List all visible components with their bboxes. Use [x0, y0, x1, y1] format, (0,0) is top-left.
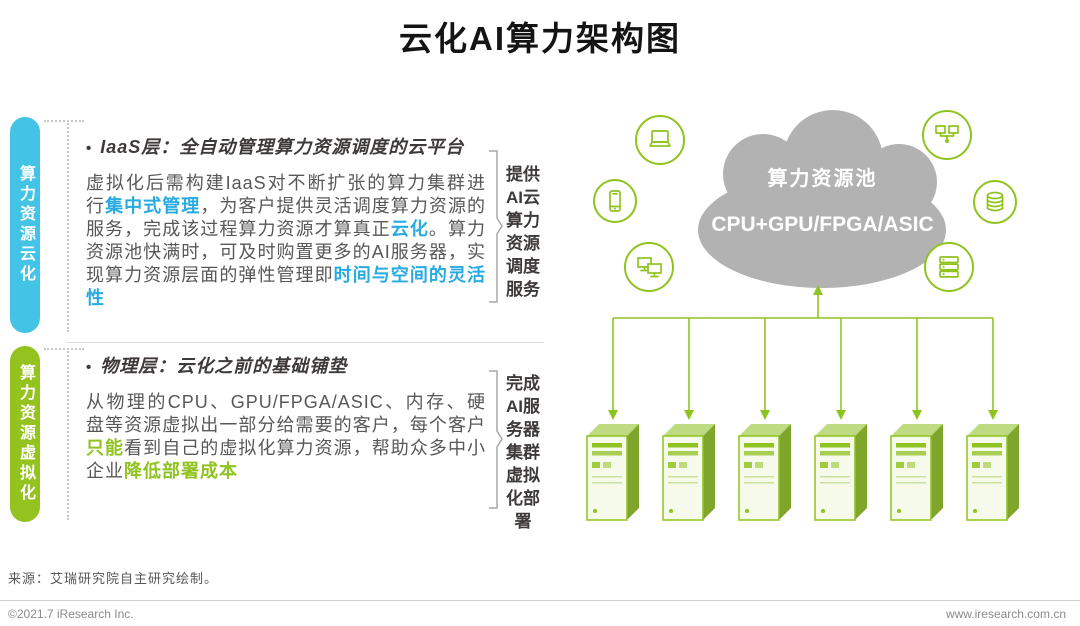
- highlight-cyan: 集中式管理: [105, 196, 201, 216]
- section-iaas-layer: • IaaS层：全自动管理算力资源调度的云平台 虚拟化后需构建IaaS对不断扩张…: [86, 133, 486, 310]
- smartphone-icon: [593, 179, 637, 223]
- section-body: 虚拟化后需构建IaaS对不断扩张的算力集群进行集中式管理，为客户提供灵活调度算力…: [86, 172, 486, 310]
- copyright-text: ©2021.7 iResearch Inc.: [8, 607, 134, 621]
- server-tower-icon: [586, 424, 639, 521]
- laptop-icon: [635, 115, 685, 165]
- server-tower-icon: [814, 424, 867, 521]
- server-stack-icon-glyph: [939, 256, 959, 278]
- desktop-computers-icon: [624, 242, 674, 292]
- brace-bracket: [489, 370, 503, 509]
- highlight-cyan: 时间与空间的灵活性: [86, 265, 487, 308]
- network-monitors-icon: [922, 110, 972, 160]
- highlight-cyan: 云化: [390, 219, 429, 239]
- tab-label: 算力资源云化: [17, 165, 34, 285]
- body-text: 从物理的CPU、GPU/FPGA/ASIC、内存、硬盘等资源虚拟出一部分给需要的…: [86, 392, 486, 435]
- database-icon: [973, 180, 1017, 224]
- cloud-pool-title: 算力资源池: [767, 168, 878, 190]
- connector-lines: [608, 285, 998, 420]
- tab-compute-virtualization: 算力资源虚拟化: [10, 346, 40, 522]
- server-tower-icon: [738, 424, 791, 521]
- dotted-connector: [67, 120, 69, 332]
- network-monitors-icon-glyph: [935, 125, 959, 143]
- section-heading-text: 物理层：云化之前的基础铺垫: [100, 356, 348, 376]
- body-text: 。算力资源池快满时，可及时购置更多的AI服务器，实现算力资源层面的弹性管理即: [86, 219, 487, 285]
- website-url: www.iresearch.com.cn: [945, 607, 1066, 621]
- section-heading: • IaaS层：全自动管理算力资源调度的云平台: [86, 133, 486, 159]
- dotted-connector: [67, 348, 69, 520]
- section-heading: • 物理层：云化之前的基础铺垫: [86, 352, 486, 378]
- source-note: 来源：艾瑞研究院自主研究绘制。: [8, 571, 219, 586]
- dotted-connector: [44, 348, 84, 350]
- body-text: ，为客户提供灵活调度算力资源的服务，完成该过程算力资源才算真正: [86, 196, 487, 239]
- laptop-icon-glyph: [649, 130, 671, 147]
- cloud-shape: [698, 110, 946, 288]
- tab-label: 算力资源虚拟化: [17, 364, 34, 504]
- section-divider: [66, 342, 544, 343]
- section-physical-layer: • 物理层：云化之前的基础铺垫 从物理的CPU、GPU/FPGA/ASIC、内存…: [86, 352, 486, 483]
- side-label-cluster-virtualization: 完成AI服务器集群虚拟化部署: [506, 374, 540, 531]
- server-tower-icon: [890, 424, 943, 521]
- server-tower-icon: [966, 424, 1019, 521]
- footer-divider: [0, 600, 1080, 601]
- body-text: 虚拟化后需构建IaaS对不断扩张的算力集群进行: [86, 173, 486, 216]
- database-icon-glyph: [986, 191, 1004, 212]
- dotted-connector: [44, 120, 84, 122]
- server-stack-icon: [924, 242, 974, 292]
- highlight-green: 只能: [86, 438, 125, 458]
- smartphone-icon-glyph: [609, 190, 621, 212]
- server-tower-icon: [662, 424, 715, 521]
- bullet: •: [86, 359, 93, 376]
- cloud-pool-subtitle: CPU+GPU/FPGA/ASIC: [711, 213, 934, 236]
- desktop-computers-icon-glyph: [637, 257, 662, 278]
- highlight-green: 降低部署成本: [124, 461, 238, 481]
- brace-bracket: [489, 150, 503, 303]
- section-heading-text: IaaS层：全自动管理算力资源调度的云平台: [100, 137, 465, 157]
- page-title: 云化AI算力架构图: [399, 20, 681, 57]
- side-label-ai-cloud-scheduling: 提供AI云算力资源调度服务: [506, 165, 540, 299]
- tab-compute-cloudification: 算力资源云化: [10, 117, 40, 333]
- bullet: •: [86, 140, 93, 157]
- body-text: 看到自己的虚拟化算力资源，帮助众多中小企业: [86, 438, 487, 481]
- section-body: 从物理的CPU、GPU/FPGA/ASIC、内存、硬盘等资源虚拟出一部分给需要的…: [86, 391, 486, 483]
